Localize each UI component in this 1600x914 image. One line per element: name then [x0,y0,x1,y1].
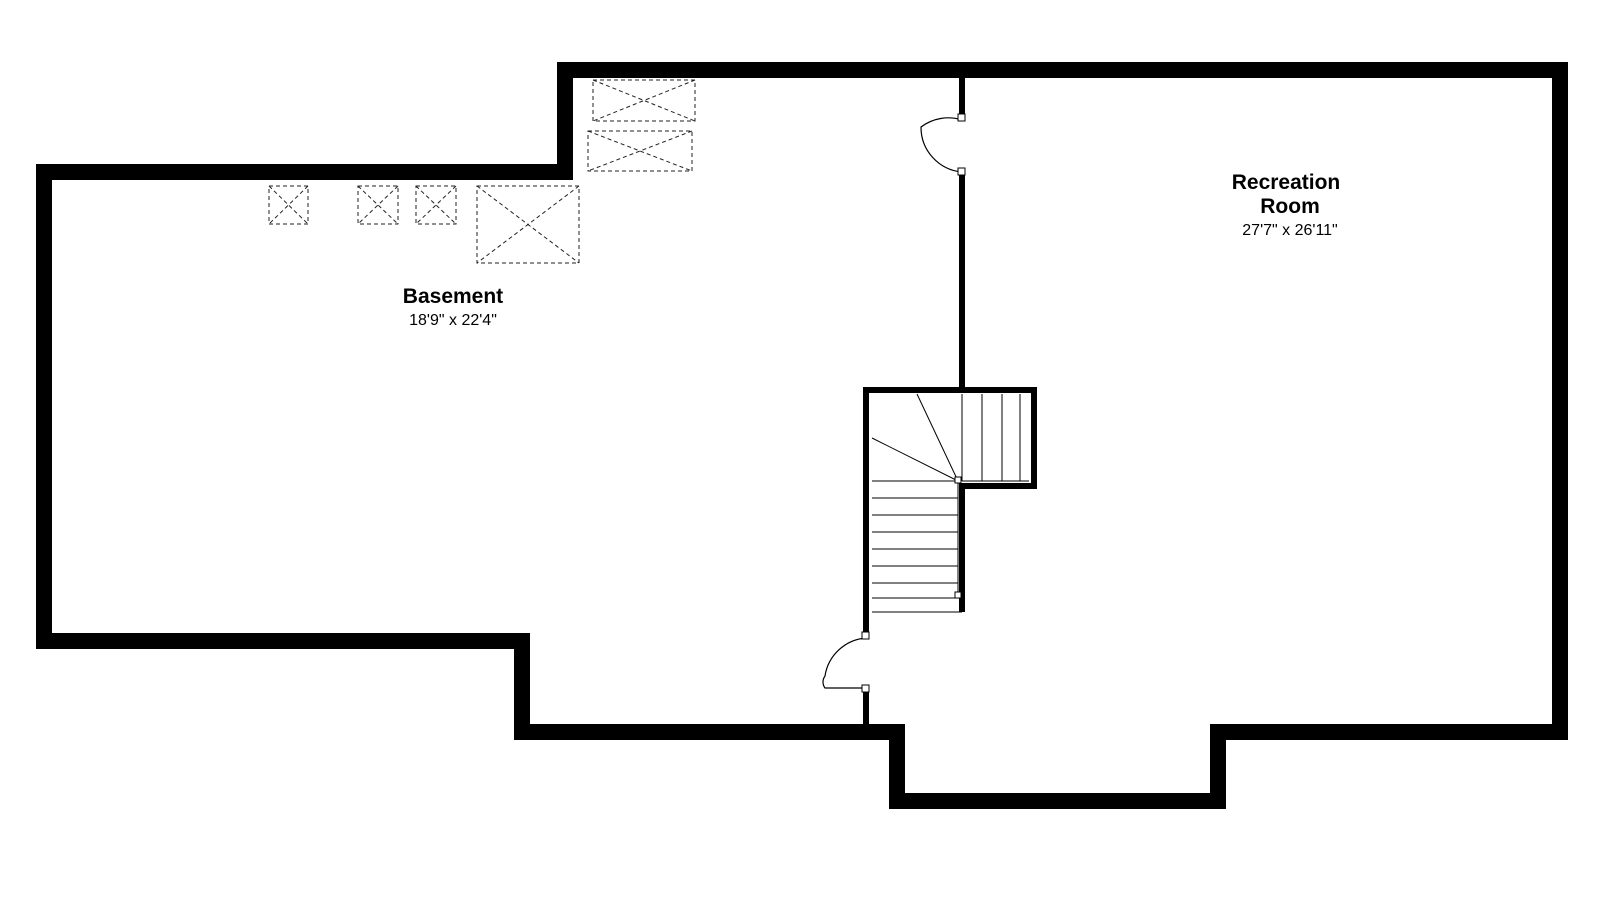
staircase [871,393,1029,613]
room-label-basement: Basement 18'9" x 22'4" [403,285,503,329]
room-label-recreation-room: Recreation Room 27'7" x 26'11" [1232,171,1341,239]
fixture-3 [268,185,309,225]
fixture-6 [476,185,580,264]
room-name-basement: Basement [403,285,503,308]
fixture-2 [587,130,693,172]
door-upper [920,113,966,176]
fixture-1 [592,79,696,122]
room-name-recreation-line2: Room [1260,195,1320,218]
door-lower [822,631,870,693]
fixture-5 [415,185,457,225]
room-name-recreation-line1: Recreation [1232,171,1341,194]
fixture-4 [357,185,399,225]
room-dimensions-basement: 18'9" x 22'4" [409,312,497,329]
stair-enclosure [863,387,1037,632]
room-dimensions-recreation: 27'7" x 26'11" [1242,222,1337,239]
exterior-wall [36,62,1568,809]
